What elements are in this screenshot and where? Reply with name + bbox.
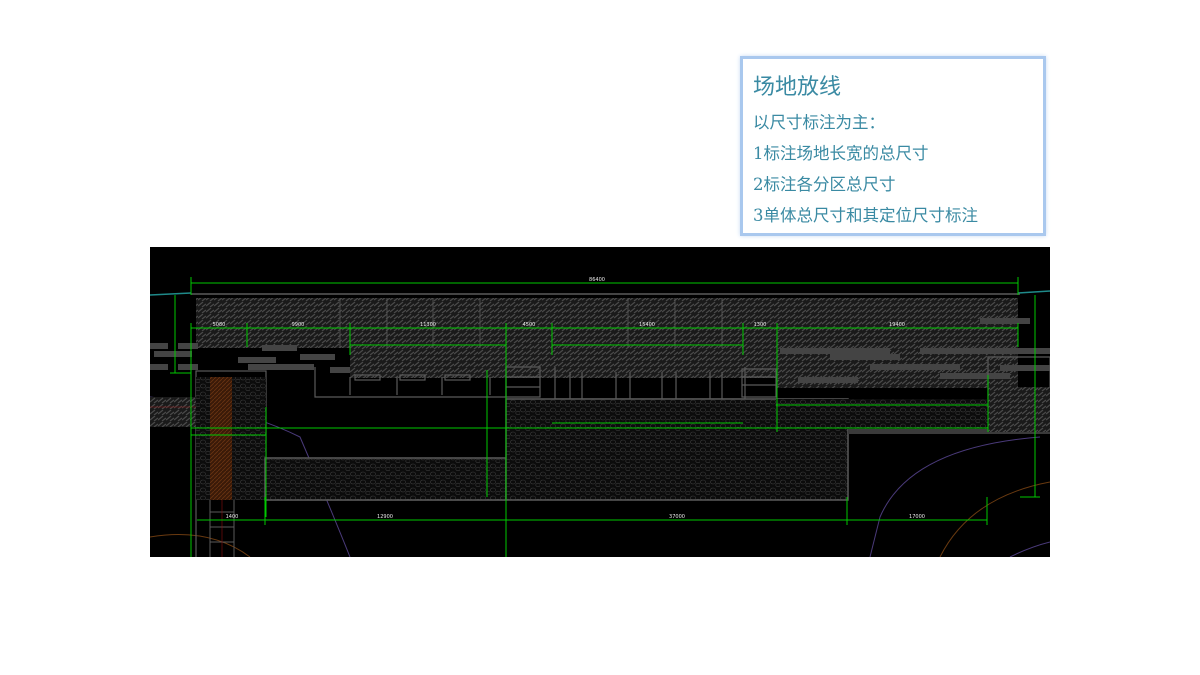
contour-line — [1009, 541, 1051, 558]
note-line: 2标注各分区总尺寸 — [753, 175, 896, 194]
dimension-label: 5080 — [213, 322, 226, 328]
dimension-label: 1400 — [226, 514, 239, 520]
dimension-label: 9900 — [292, 322, 305, 328]
dimension-label: 15400 — [639, 322, 655, 328]
dimension-label: 11300 — [420, 322, 436, 328]
annotation-textbox: 场地放线 以尺寸标注为主： 1标注场地长宽的总尺寸 2标注各分区总尺寸 3单体总… — [740, 56, 1046, 236]
contour-line — [869, 436, 1041, 558]
dimension-label: 12900 — [377, 514, 393, 520]
dimension-label: 86400 — [589, 277, 605, 283]
dimension-label: 17000 — [909, 514, 925, 520]
note-title: 场地放线 — [753, 75, 842, 100]
dimension-label: 4500 — [523, 322, 536, 328]
dimension-label: 19400 — [889, 322, 905, 328]
cad-site-layout-drawing: 86400 5080 9900 11300 4500 15400 1300 19… — [149, 247, 1051, 558]
contour-line — [939, 481, 1051, 558]
contour-line — [149, 534, 251, 558]
cad-drawing-svg: 86400 5080 9900 11300 4500 15400 1300 19… — [149, 277, 1051, 558]
dimension-label: 37000 — [669, 514, 685, 520]
dimension-label: 1300 — [754, 322, 767, 328]
note-line: 1标注场地长宽的总尺寸 — [753, 144, 929, 163]
dimension-lines — [170, 277, 1040, 557]
note-line: 3单体总尺寸和其定位尺寸标注 — [753, 206, 978, 225]
note-line: 以尺寸标注为主： — [753, 113, 885, 132]
